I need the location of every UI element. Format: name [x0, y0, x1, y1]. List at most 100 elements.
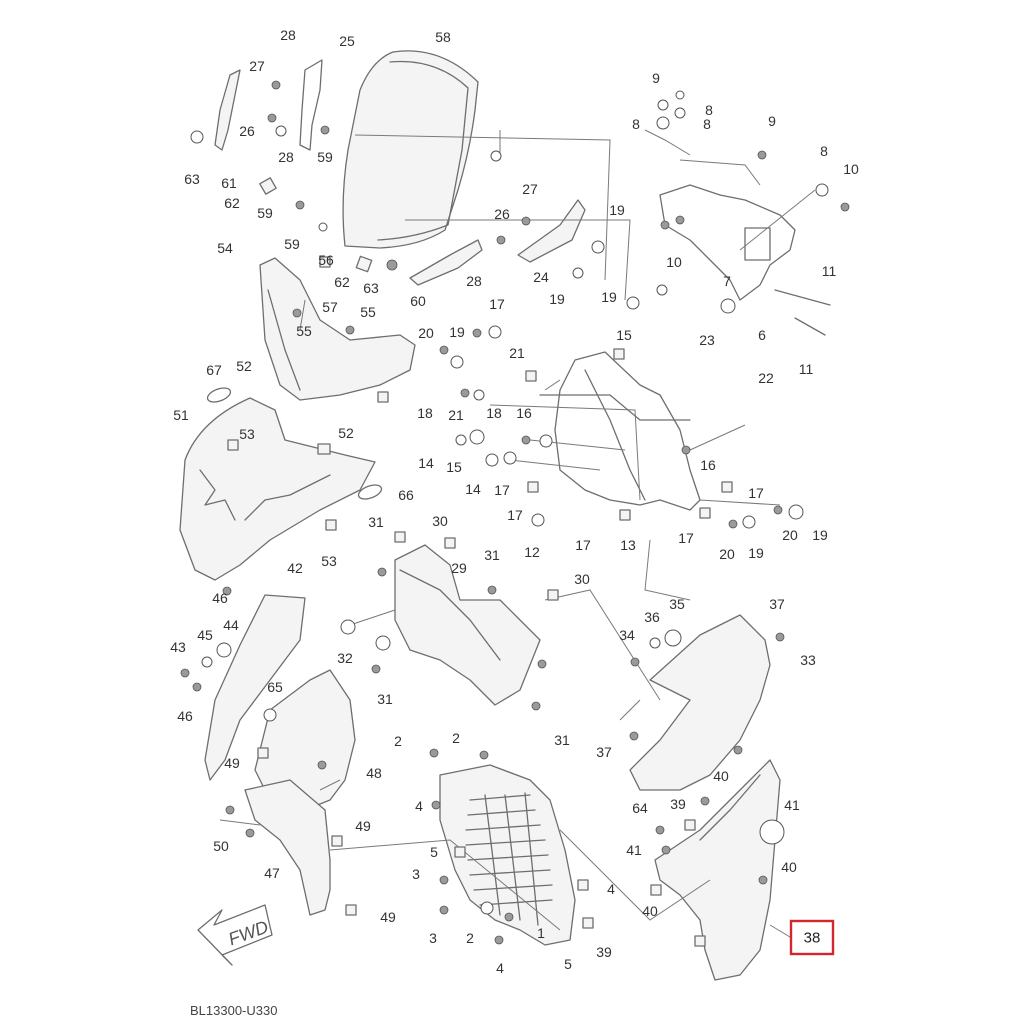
callout-29: 29 [451, 560, 467, 576]
callout-15: 15 [616, 327, 632, 343]
callout-59: 59 [284, 236, 300, 252]
fasteners [180, 80, 850, 947]
callout-28: 28 [466, 273, 482, 289]
callout-35: 35 [669, 596, 685, 612]
highlighted-part-label: 38 [804, 930, 821, 947]
callout-17: 17 [575, 537, 591, 553]
callout-41: 41 [626, 842, 642, 858]
callout-11: 11 [799, 361, 814, 377]
callout-3: 3 [412, 866, 420, 882]
highlighted-part-38[interactable]: 38 [789, 919, 835, 956]
callout-28: 28 [280, 27, 296, 43]
meter-bracket [659, 184, 796, 301]
callout-27: 27 [522, 181, 538, 197]
callout-39: 39 [596, 944, 612, 960]
callout-8: 8 [632, 116, 640, 132]
callout-64: 64 [632, 800, 648, 816]
callout-2: 2 [452, 730, 460, 746]
callout-21: 21 [448, 407, 464, 423]
callout-10: 10 [666, 254, 682, 270]
cowl-stay [539, 351, 701, 511]
callout-19: 19 [601, 289, 617, 305]
callout-11: 11 [822, 263, 837, 279]
callout-54: 54 [217, 240, 233, 256]
callout-17: 17 [678, 530, 694, 546]
lower-cowl-38 [654, 759, 781, 981]
callout-4: 4 [415, 798, 423, 814]
callout-43: 43 [170, 639, 186, 655]
callout-17: 17 [507, 507, 523, 523]
callout-32: 32 [337, 650, 353, 666]
callout-10: 10 [843, 161, 859, 177]
callout-9: 9 [768, 113, 776, 129]
callout-28: 28 [278, 149, 294, 165]
callout-16: 16 [516, 405, 532, 421]
callout-61: 61 [221, 175, 237, 191]
callout-31: 31 [377, 691, 393, 707]
callout-7: 7 [723, 273, 731, 289]
callout-17: 17 [494, 482, 510, 498]
callout-13: 13 [620, 537, 636, 553]
callout-19: 19 [449, 324, 465, 340]
callout-31: 31 [484, 547, 500, 563]
seal-67 [206, 387, 232, 403]
callout-2: 2 [466, 930, 474, 946]
callout-5: 5 [564, 956, 572, 972]
callout-56: 56 [318, 252, 334, 268]
callout-30: 30 [574, 571, 590, 587]
callout-47: 47 [264, 865, 280, 881]
callout-5: 5 [430, 844, 438, 860]
front-cowl [259, 257, 416, 401]
callout-8: 8 [703, 116, 711, 132]
callout-19: 19 [812, 527, 828, 543]
callout-19: 19 [549, 291, 565, 307]
callout-42: 42 [287, 560, 303, 576]
callout-40: 40 [642, 903, 658, 919]
callout-24: 24 [533, 269, 549, 285]
callout-20: 20 [719, 546, 735, 562]
callout-40: 40 [713, 768, 729, 784]
callout-14: 14 [465, 481, 481, 497]
callout-16: 16 [700, 457, 716, 473]
callout-17: 17 [489, 296, 505, 312]
callout-20: 20 [418, 325, 434, 341]
callout-63: 63 [184, 171, 200, 187]
seal-66 [357, 484, 383, 500]
callout-30: 30 [432, 513, 448, 529]
callout-52: 52 [338, 425, 354, 441]
callout-45: 45 [197, 627, 213, 643]
callout-19: 19 [748, 545, 764, 561]
callout-48: 48 [366, 765, 382, 781]
callout-26: 26 [494, 206, 510, 222]
bracket-25 [299, 59, 323, 151]
callout-26: 26 [239, 123, 255, 139]
callout-39: 39 [670, 796, 686, 812]
callout-36: 36 [644, 609, 660, 625]
callout-4: 4 [607, 881, 615, 897]
callout-23: 23 [699, 332, 715, 348]
callout-1: 1 [537, 925, 545, 941]
callout-55: 55 [296, 323, 312, 339]
fwd-arrow: FWD [197, 904, 273, 966]
callout-25: 25 [339, 33, 355, 49]
callout-55: 55 [360, 304, 376, 320]
callout-50: 50 [213, 838, 229, 854]
callout-41: 41 [784, 797, 800, 813]
callout-34: 34 [619, 627, 635, 643]
callout-37: 37 [769, 596, 785, 612]
side-cowl-33 [629, 614, 771, 791]
callout-59: 59 [317, 149, 333, 165]
callout-12: 12 [524, 544, 540, 560]
side-mirror [214, 69, 241, 151]
callout-17: 17 [748, 485, 764, 501]
callout-51: 51 [173, 407, 189, 423]
callout-57: 57 [322, 299, 338, 315]
callout-27: 27 [249, 58, 265, 74]
callout-44: 44 [223, 617, 239, 633]
drawing-code: BL13300-U330 [190, 1003, 278, 1018]
callout-40: 40 [781, 859, 797, 875]
callout-65: 65 [267, 679, 283, 695]
inner-panel [394, 544, 541, 706]
